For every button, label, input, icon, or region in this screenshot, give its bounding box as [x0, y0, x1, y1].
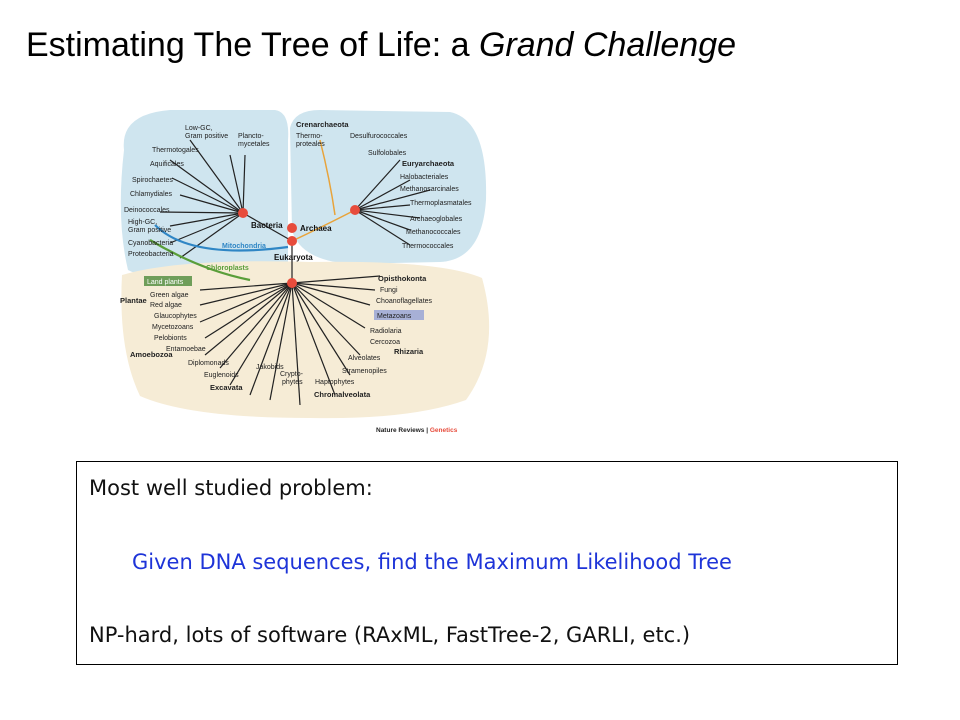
- label-thermo: Thermo-: [296, 133, 323, 140]
- label-gram-pos-1: Gram positive: [185, 133, 228, 140]
- metazoans-box: [374, 310, 424, 320]
- label-radiolaria: Radiolaria: [370, 328, 402, 335]
- label-highgc: High-GC,: [128, 219, 157, 226]
- archaea-orange-branch: [291, 139, 356, 242]
- label-proteobacteria: Proteobacteria: [128, 251, 174, 258]
- label-plantae: Plantae: [120, 296, 147, 305]
- label-euglenoids: Euglenoids: [204, 372, 239, 379]
- bacteria-node: [238, 208, 248, 218]
- credit-separator: |: [424, 427, 429, 434]
- page-title: Estimating The Tree of Life: a Grand Cha…: [26, 26, 936, 65]
- label-cyanobacteria: Cyanobacteria: [128, 240, 173, 247]
- label-chlamydiales: Chlamydiales: [130, 191, 173, 198]
- label-desulfurococcales: Desulfurococcales: [350, 133, 408, 140]
- label-mycetales: mycetales: [238, 141, 270, 148]
- label-opisthokonta: Opisthokonta: [378, 274, 427, 283]
- label-mycetozoans: Mycetozoans: [152, 324, 194, 331]
- label-phytes: phytes: [282, 379, 303, 386]
- info-line-1: Most well studied problem:: [89, 476, 373, 500]
- label-methanosarcinales: Methanosarcinales: [400, 186, 459, 193]
- archaea-root-node: [287, 236, 297, 246]
- label-metazoans: Metazoans: [377, 313, 412, 320]
- eukaryota-branches: [199, 241, 381, 406]
- archaea-labels: Crenarchaeota Thermo- proteales Desulfur…: [296, 120, 472, 250]
- label-choanoflagellates: Choanoflagellates: [376, 298, 433, 305]
- label-methanococcales: Methanococcales: [406, 229, 461, 236]
- label-spirochaetes: Spirochaetes: [132, 177, 173, 184]
- eukaryota-labels: Land plants Green algae Red algae Planta…: [120, 274, 433, 399]
- tree-of-life-svg: Bacteria Archaea Eukaryota Mitochondria …: [120, 110, 490, 434]
- label-halobacteriales: Halobacteriales: [400, 174, 449, 181]
- label-archaea: Archaea: [300, 224, 332, 233]
- label-eukaryota: Eukaryota: [274, 253, 313, 262]
- credit-line: Nature Reviews | Genetics: [376, 427, 458, 434]
- label-fungi: Fungi: [380, 287, 398, 294]
- label-amoebozoa: Amoebozoa: [130, 350, 173, 359]
- label-sulfolobales: Sulfolobales: [368, 150, 407, 157]
- label-aquificales: Aquificales: [150, 161, 184, 168]
- tree-of-life-figure: Bacteria Archaea Eukaryota Mitochondria …: [110, 100, 500, 445]
- mitochondria-arrow: [154, 224, 289, 252]
- title-italic: Grand Challenge: [478, 26, 737, 64]
- info-box: Most well studied problem: Given DNA seq…: [76, 461, 898, 665]
- eukaryota-node: [287, 278, 297, 288]
- info-line-3: NP-hard, lots of software (RAxML, FastTr…: [89, 623, 691, 647]
- eukaryota-region: [121, 261, 490, 419]
- info-line-2: Given DNA sequences, find the Maximum Li…: [132, 550, 732, 574]
- label-crenarchaeota: Crenarchaeota: [296, 120, 349, 129]
- title-main: Estimating The Tree of Life: a: [26, 26, 479, 64]
- label-archaeoglobales: Archaeoglobales: [410, 216, 463, 223]
- label-thermotogales: Thermotogales: [152, 147, 199, 154]
- label-jakobids: Jakobids: [256, 364, 284, 371]
- label-deinococcales: Deinococcales: [124, 207, 170, 214]
- label-green-algae: Green algae: [150, 292, 189, 299]
- label-gram-pos-2: Gram positive: [128, 227, 171, 234]
- label-chromalveolata: Chromalveolata: [314, 390, 371, 399]
- label-land-plants: Land plants: [147, 279, 184, 286]
- label-excavata: Excavata: [210, 383, 243, 392]
- label-stramenopiles: Stramenopiles: [342, 368, 387, 375]
- bacteria-branches: [159, 139, 293, 259]
- chloroplasts-arrow: [149, 239, 251, 282]
- archaea-node: [350, 205, 360, 215]
- label-proteales: proteales: [296, 141, 325, 148]
- credit-section: Genetics: [430, 427, 458, 434]
- label-plancto: Plancto-: [238, 133, 264, 140]
- archaea-branches: [354, 159, 431, 246]
- label-lowgc: Low-GC,: [185, 125, 213, 132]
- label-alveolates: Alveolates: [348, 355, 381, 362]
- archaea-region: [290, 110, 487, 264]
- label-chloroplasts: Chloroplasts: [206, 265, 249, 272]
- label-crypto: Crypto-: [280, 371, 304, 378]
- label-cercozoa: Cercozoa: [370, 339, 400, 346]
- label-mitochondria: Mitochondria: [222, 243, 266, 250]
- root-node: [287, 223, 297, 233]
- bacteria-region: [120, 110, 289, 289]
- label-bacteria: Bacteria: [251, 221, 283, 230]
- label-diplomonads: Diplomonads: [188, 360, 229, 367]
- land-plants-box: [144, 276, 192, 286]
- label-rhizaria: Rhizaria: [394, 347, 424, 356]
- label-thermoplasmatales: Thermoplasmatales: [410, 200, 472, 207]
- credit-journal: Nature Reviews: [376, 427, 425, 434]
- label-euryarchaeota: Euryarchaeota: [402, 159, 455, 168]
- bacteria-labels: Low-GC, Gram positive Thermotogales Aqui…: [124, 125, 270, 258]
- label-thermococcales: Thermococcales: [402, 243, 454, 250]
- label-red-algae: Red algae: [150, 302, 182, 309]
- label-entamoebae: Entamoebae: [166, 346, 206, 353]
- label-glaucophytes: Glaucophytes: [154, 313, 197, 320]
- label-pelobionts: Pelobionts: [154, 335, 187, 342]
- label-haptophytes: Haptophytes: [315, 379, 355, 386]
